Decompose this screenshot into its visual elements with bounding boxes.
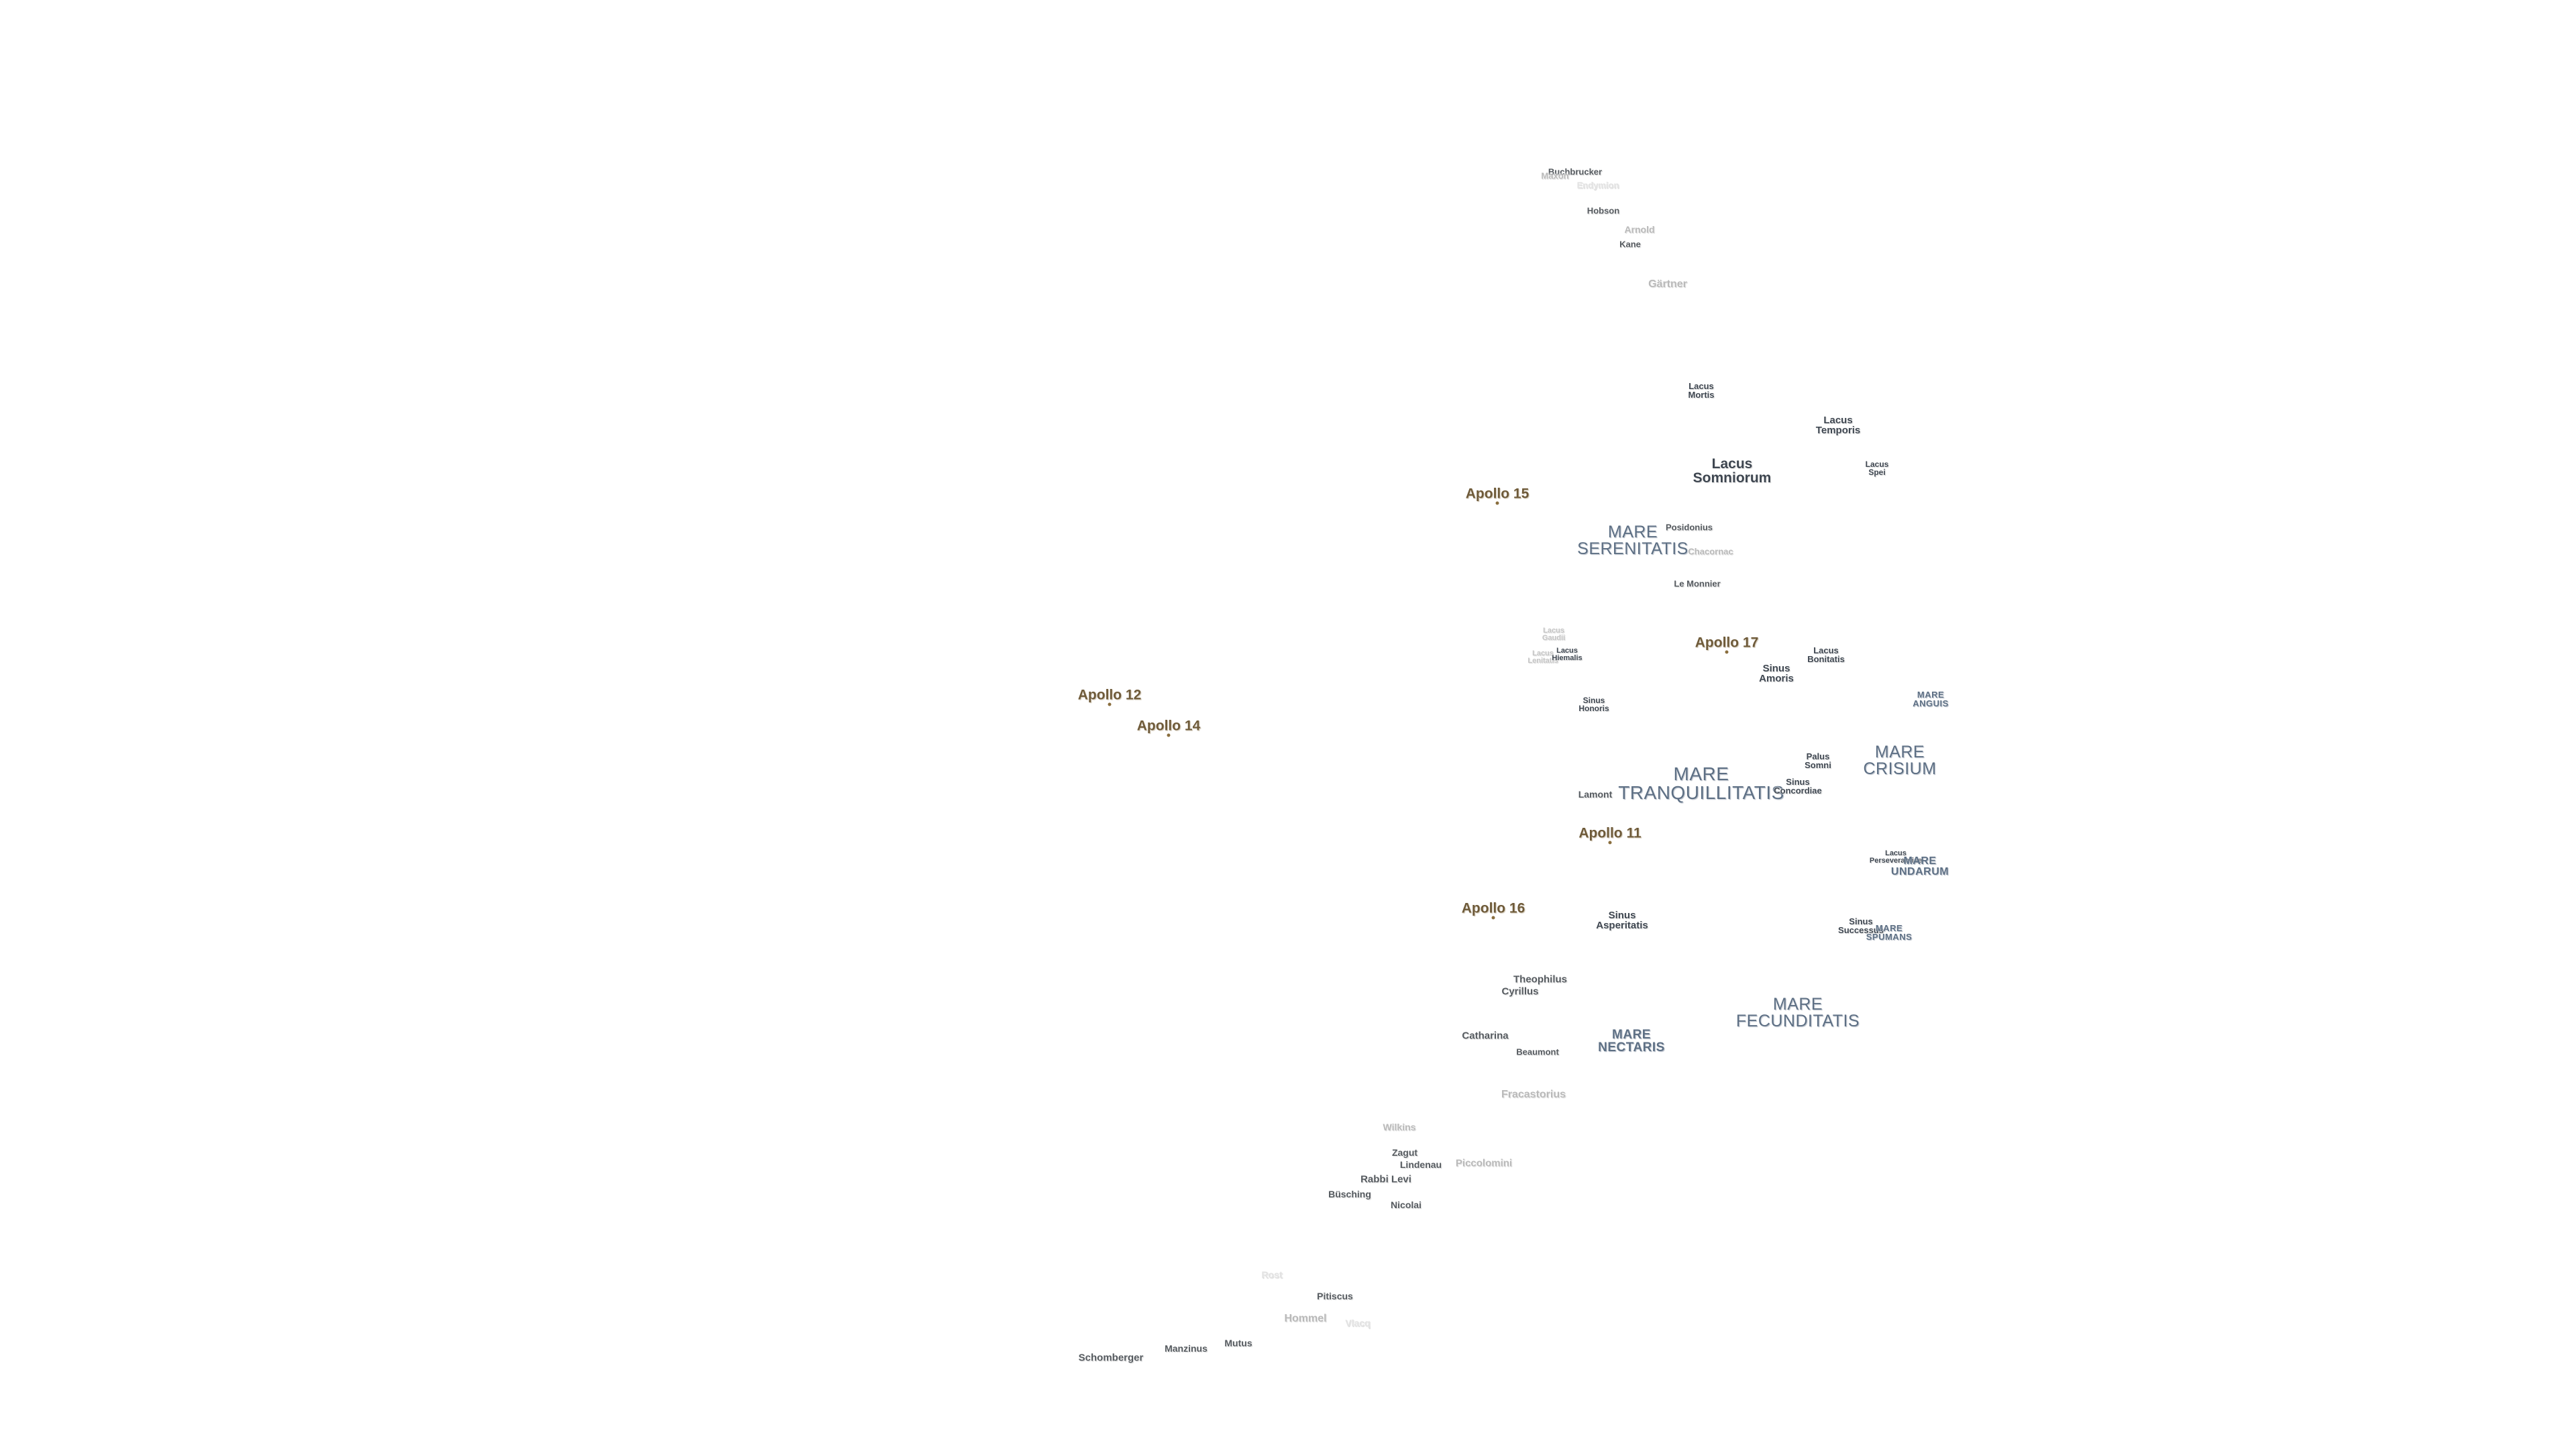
label-lacus-temporis: Lacus Temporis — [1815, 415, 1861, 436]
label-catharina: Catharina — [1462, 1030, 1509, 1042]
label-arnold: Arnold — [1624, 224, 1655, 235]
label-pitiscus: Pitiscus — [1317, 1291, 1353, 1301]
label-hobson: Hobson — [1587, 205, 1620, 216]
label-kane: Kane — [1619, 239, 1641, 250]
label-lacus-mortis: Lacus Mortis — [1688, 381, 1715, 400]
apollo-12-site-marker — [1108, 702, 1112, 706]
label-sinus-honoris: Sinus Honoris — [1578, 696, 1609, 713]
label-chacornac: Chacornac — [1688, 546, 1733, 557]
label-apollo-16: Apollo 16 — [1461, 900, 1525, 916]
apollo-15-site-marker — [1495, 501, 1499, 505]
label-maxon: Maxon — [1541, 170, 1569, 181]
apollo-14-site-marker — [1167, 733, 1171, 737]
label-lindenau: Lindenau — [1399, 1159, 1442, 1170]
label-mare-spumans: MARE SPUMANS — [1866, 923, 1913, 942]
label-apollo-12: Apollo 12 — [1077, 687, 1142, 703]
label-apollo-11: Apollo 11 — [1578, 825, 1642, 841]
label-buesching: Büsching — [1328, 1189, 1371, 1199]
label-lacus-hiemalis: Lacus Hiemalis — [1552, 647, 1582, 662]
label-lacus-somniorum: Lacus Somniorum — [1693, 456, 1772, 486]
label-mare-tranquillitatis: MARE TRANQUILLITATIS — [1618, 763, 1784, 803]
label-schomberger: Schomberger — [1078, 1352, 1144, 1364]
label-cyrillus: Cyrillus — [1501, 985, 1539, 998]
label-lacus-spei: Lacus Spei — [1865, 460, 1889, 477]
label-wilkins: Wilkins — [1383, 1122, 1416, 1132]
label-manzinus: Manzinus — [1165, 1343, 1208, 1354]
label-apollo-17: Apollo 17 — [1695, 635, 1759, 651]
label-lacus-gaudii: Lacus Gaudii — [1542, 627, 1566, 642]
label-gartner: Gärtner — [1648, 278, 1687, 290]
label-theophilus: Theophilus — [1513, 973, 1567, 985]
label-lacus-lenitatis: Lacus Lenitatis — [1527, 649, 1558, 665]
label-mutus: Mutus — [1224, 1338, 1252, 1348]
label-endymion: Endymion — [1576, 180, 1619, 191]
apollo-11-site-marker — [1608, 841, 1612, 845]
apollo-17-site-marker — [1725, 650, 1729, 654]
label-mare-undarum: MARE UNDARUM — [1890, 855, 1949, 877]
label-mare-fecunditatis: MARE FECUNDITATIS — [1735, 995, 1860, 1030]
label-nicolai: Nicolai — [1391, 1199, 1421, 1210]
label-fracastorius: Fracastorius — [1501, 1089, 1566, 1100]
label-posidonius: Posidonius — [1665, 522, 1713, 533]
label-bucharest: Buchbrucker — [1548, 166, 1603, 177]
label-lacus-perseverantiae: Lacus Perseverantiae — [1869, 849, 1923, 865]
label-mare-crisium: MARE CRISIUM — [1863, 743, 1937, 778]
label-mare-nectaris: MARE NECTARIS — [1598, 1028, 1665, 1055]
label-piccolomini: Piccolomini — [1455, 1157, 1513, 1169]
label-mare-anguis: MARE ANGUIS — [1913, 690, 1949, 708]
label-beaumont: Beaumont — [1516, 1046, 1559, 1057]
label-rost: Rost — [1261, 1269, 1283, 1280]
label-lamont: Lamont — [1578, 789, 1613, 800]
label-palus-somni: Palus Somni — [1805, 751, 1831, 770]
label-sinus-amoris: Sinus Amoris — [1759, 663, 1794, 684]
label-rabbi-levi: Rabbi Levi — [1360, 1173, 1411, 1185]
label-apollo-15: Apollo 15 — [1465, 486, 1529, 502]
label-hommel: Hommel — [1284, 1313, 1327, 1324]
apollo-16-site-marker — [1491, 916, 1495, 920]
label-apollo-14: Apollo 14 — [1136, 718, 1201, 734]
label-sinus-successus: Sinus Successus — [1838, 916, 1884, 935]
label-lacus-bonitatis: Lacus Bonitatis — [1807, 645, 1845, 664]
label-mare-serenitatis: MARE SERENITATIS — [1577, 523, 1688, 558]
label-sinus-concordiae: Sinus Concordiae — [1774, 777, 1822, 796]
label-le-monnier: Le Monnier — [1674, 578, 1721, 589]
label-vlacq: Vlacq — [1345, 1318, 1371, 1328]
label-sinus-asperitatis: Sinus Asperitatis — [1596, 910, 1648, 931]
label-zagut: Zagut — [1391, 1147, 1418, 1158]
